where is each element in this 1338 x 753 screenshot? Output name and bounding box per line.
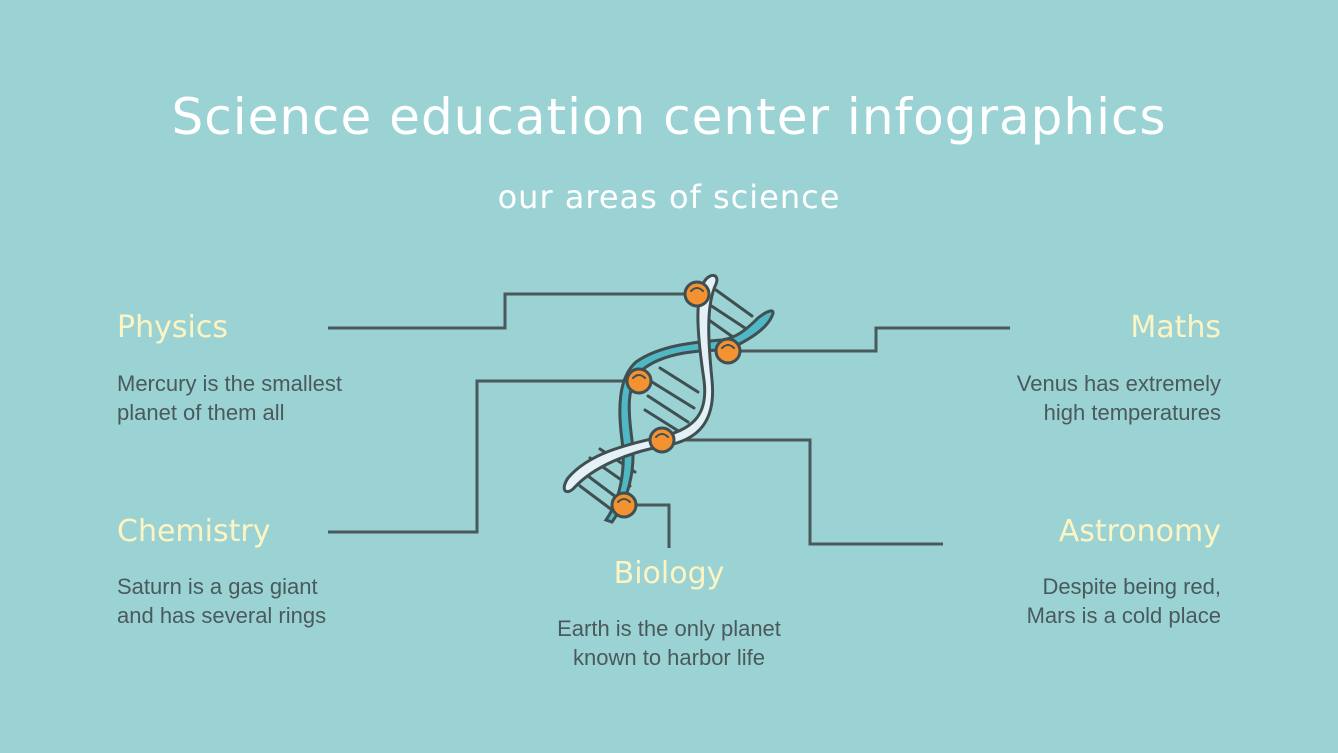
connector-biology [624, 503, 671, 548]
dna-node-chemistry [625, 367, 653, 395]
dna-strand-teal [603, 309, 775, 524]
heading-astronomy: Astronomy [1058, 514, 1221, 549]
connector-astronomy [662, 438, 943, 546]
description-physics: Mercury is the smallest planet of them a… [117, 371, 342, 425]
dna-node-physics [683, 280, 711, 308]
description-astronomy: Despite being red, Mars is a cold place [1026, 574, 1221, 628]
dna-strand-light [562, 274, 719, 494]
dna-helix-icon [562, 274, 775, 524]
connector-physics [328, 292, 697, 330]
heading-biology: Biology [613, 556, 725, 591]
dna-node-biology [610, 491, 638, 519]
heading-chemistry: Chemistry [117, 514, 271, 549]
dna-rungs [578, 288, 754, 512]
dna-node-maths [714, 337, 742, 365]
page-subtitle: our areas of science [497, 178, 841, 216]
connector-maths [728, 326, 1010, 353]
page-title: Science education center infographics [171, 88, 1167, 146]
connector-chemistry [328, 379, 639, 534]
description-chemistry: Saturn is a gas giant and has several ri… [117, 574, 327, 628]
description-maths: Venus has extremely high temperatures [1016, 371, 1221, 425]
heading-maths: Maths [1130, 310, 1221, 345]
dna-node-astronomy [648, 426, 676, 454]
heading-physics: Physics [117, 310, 228, 345]
description-biology: Earth is the only planet known to harbor… [557, 616, 781, 670]
